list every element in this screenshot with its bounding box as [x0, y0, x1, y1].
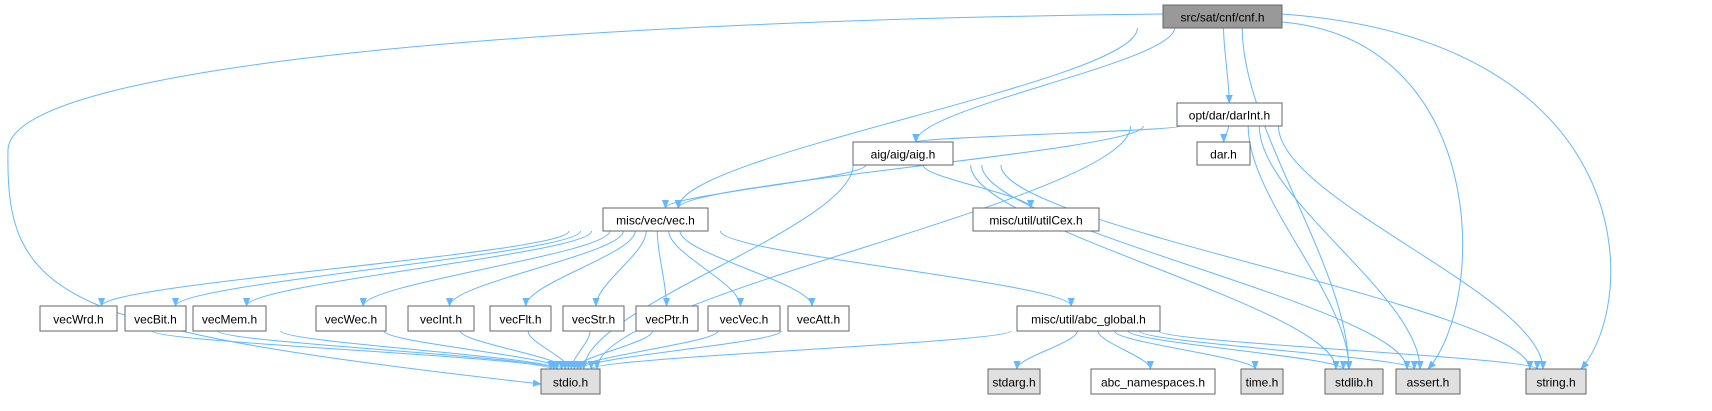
- edge-vec-to-vecAtt: [679, 230, 816, 307]
- edge-darInt-to-aig: [912, 125, 1182, 143]
- edge-cnf-to-aig: [912, 27, 1176, 143]
- node-abc_namespaces[interactable]: abc_namespaces.h: [1090, 368, 1216, 395]
- node-cnf: src/sat/cnf/cnf.h: [1162, 4, 1283, 29]
- node-label: misc/util/abc_global.h: [1031, 313, 1146, 327]
- node-label: vecStr.h: [572, 313, 615, 327]
- node-utilCex[interactable]: misc/util/utilCex.h: [972, 207, 1100, 232]
- edge-vecMem-to-stdio: [280, 330, 561, 370]
- edge-abc_global-to-stdio: [587, 330, 1012, 370]
- node-label: vecAtt.h: [797, 313, 840, 327]
- node-label: misc/util/utilCex.h: [989, 214, 1082, 228]
- node-label: stdarg.h: [992, 376, 1035, 390]
- node-label: vecWec.h: [325, 313, 377, 327]
- node-aig[interactable]: aig/aig/aig.h: [852, 141, 954, 166]
- node-vecStr[interactable]: vecStr.h: [562, 305, 625, 332]
- edge-abc_global-to-assert: [1138, 330, 1418, 370]
- node-vecBit[interactable]: vecBit.h: [124, 305, 187, 332]
- edge-vec-to-vecFlt: [522, 230, 636, 307]
- edge-vecInt-to-stdio: [459, 330, 569, 370]
- node-label: opt/dar/darInt.h: [1189, 109, 1270, 123]
- edge-abc_global-to-time: [1114, 330, 1259, 370]
- node-vecWrd[interactable]: vecWrd.h: [39, 305, 118, 332]
- edge-abc_global-to-string: [1158, 330, 1541, 370]
- edge-darInt-to-stdio: [593, 125, 1132, 370]
- node-label: string.h: [1536, 376, 1575, 390]
- edge-vec-to-vecInt: [446, 230, 624, 307]
- node-time: time.h: [1240, 368, 1284, 395]
- edge-darInt-to-string: [1277, 125, 1547, 370]
- node-label: vecInt.h: [420, 313, 462, 327]
- edge-vec-to-vecStr: [592, 230, 647, 307]
- edge-vecAtt-to-stdio: [576, 330, 782, 370]
- node-label: aig/aig/aig.h: [871, 148, 936, 162]
- edge-aig-to-string: [1000, 164, 1534, 370]
- edge-aig-to-stdio: [580, 164, 854, 370]
- node-label: assert.h: [1407, 376, 1450, 390]
- edge-cnf-to-assert: [1281, 21, 1464, 370]
- node-label: vecPtr.h: [645, 313, 688, 327]
- edge-vecBit-to-stdio: [217, 330, 558, 370]
- node-label: dar.h: [1210, 148, 1237, 162]
- edge-vecFlt-to-stdio: [527, 330, 573, 370]
- edge-darInt-to-vec: [675, 125, 1144, 209]
- node-label: stdio.h: [553, 376, 588, 390]
- node-vecWec[interactable]: vecWec.h: [315, 305, 387, 332]
- node-label: time.h: [1246, 376, 1279, 390]
- node-dar[interactable]: dar.h: [1196, 141, 1251, 166]
- node-label: vecVec.h: [720, 313, 769, 327]
- edge-vec-to-vecWec: [359, 230, 611, 307]
- node-label: vecMem.h: [202, 313, 257, 327]
- node-label: vecWrd.h: [53, 313, 103, 327]
- edge-abc_global-to-stdlib: [1127, 330, 1347, 370]
- node-stdlib: stdlib.h: [1324, 368, 1384, 395]
- node-stdio: stdio.h: [540, 368, 601, 395]
- node-label: abc_namespaces.h: [1101, 376, 1205, 390]
- edge-darInt-to-assert: [1258, 125, 1424, 370]
- node-vecAtt[interactable]: vecAtt.h: [787, 305, 850, 332]
- edge-abc_global-to-abc_namespaces: [1097, 330, 1154, 370]
- edge-aig-to-utilCex: [922, 164, 1035, 209]
- edge-darInt-to-stdlib: [1247, 125, 1353, 370]
- edge-aig-to-vec: [661, 164, 867, 209]
- edge-vec-to-abc_global: [719, 230, 1075, 307]
- edge-vec-to-vecMem: [243, 230, 593, 307]
- node-label: vecBit.h: [134, 313, 177, 327]
- node-stdarg: stdarg.h: [987, 368, 1041, 395]
- node-string: string.h: [1525, 368, 1587, 395]
- edge-cnf-to-string: [1281, 13, 1612, 370]
- node-vecFlt[interactable]: vecFlt.h: [489, 305, 552, 332]
- node-vecMem[interactable]: vecMem.h: [192, 305, 267, 332]
- node-vec[interactable]: misc/vec/vec.h: [602, 207, 709, 232]
- edge-vec-to-vecBit: [172, 230, 581, 307]
- edge-abc_global-to-stdarg: [1013, 330, 1078, 370]
- node-vecVec[interactable]: vecVec.h: [707, 305, 781, 332]
- edge-cnf-to-vec: [674, 27, 1138, 209]
- edge-cnf-to-darInt: [1223, 27, 1233, 104]
- edge-darInt-to-dar: [1220, 125, 1230, 143]
- node-vecPtr[interactable]: vecPtr.h: [635, 305, 699, 332]
- edge-vec-to-vecWrd: [98, 230, 570, 307]
- node-label: misc/vec/vec.h: [616, 214, 695, 228]
- node-abc_global[interactable]: misc/util/abc_global.h: [1016, 305, 1161, 332]
- node-vecInt[interactable]: vecInt.h: [407, 305, 475, 332]
- edge-aig-to-assert: [981, 164, 1411, 370]
- edge-vecWrd-to-stdio: [151, 330, 555, 370]
- node-darInt[interactable]: opt/dar/darInt.h: [1176, 102, 1283, 127]
- edge-aig-to-stdlib: [970, 164, 1340, 370]
- node-label: vecFlt.h: [499, 313, 541, 327]
- edge-vec-to-vecVec: [668, 230, 745, 307]
- node-label: stdlib.h: [1335, 376, 1373, 390]
- edge-vecWec-to-stdio: [383, 330, 566, 370]
- node-label: src/sat/cnf/cnf.h: [1180, 11, 1264, 25]
- node-assert: assert.h: [1395, 368, 1461, 395]
- edge-vec-to-vecPtr: [656, 230, 671, 307]
